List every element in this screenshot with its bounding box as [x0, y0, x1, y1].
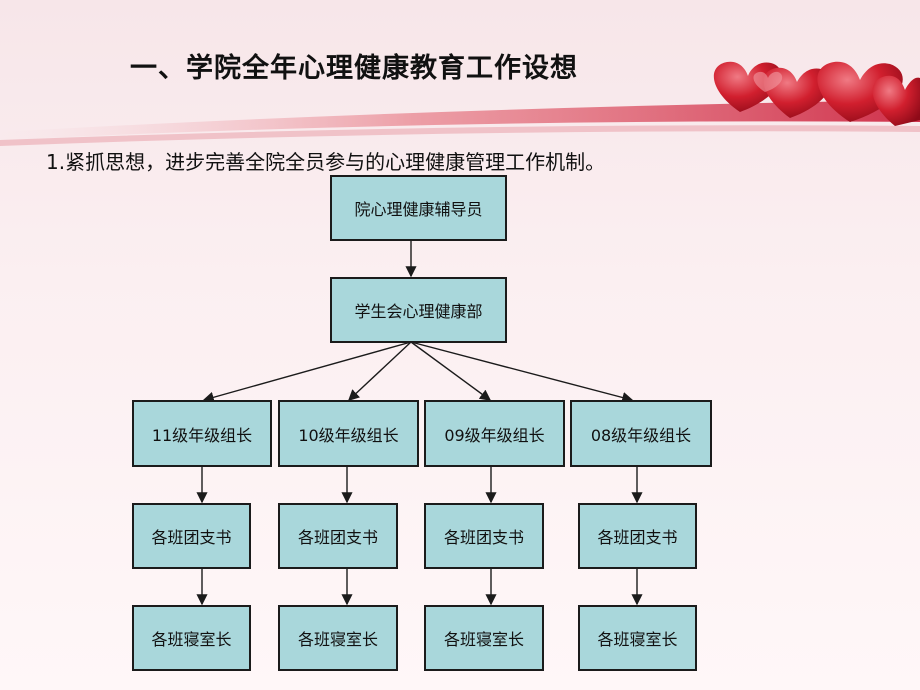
arrow-union-to-grade-09: [410, 341, 492, 401]
node-branch-secretary-09: 各班团支书: [424, 503, 544, 569]
node-dorm-leader-10: 各班寝室长: [278, 605, 398, 671]
arrow-union-to-grade-11: [202, 341, 412, 403]
node-grade-08-leader: 08级年级组长: [570, 400, 712, 467]
node-grade-10-leader: 10级年级组长: [278, 400, 419, 467]
node-grade-11-leader: 11级年级组长: [132, 400, 272, 467]
node-branch-secretary-10: 各班团支书: [278, 503, 398, 569]
node-dorm-leader-08: 各班寝室长: [578, 605, 697, 671]
node-student-union-dept: 学生会心理健康部: [330, 277, 507, 343]
hearts-decoration: [713, 61, 920, 126]
node-branch-secretary-11: 各班团支书: [132, 503, 251, 569]
node-dorm-leader-09: 各班寝室长: [424, 605, 544, 671]
node-root-counselor: 院心理健康辅导员: [330, 175, 507, 241]
slide-title: 一、学院全年心理健康教育工作设想: [130, 53, 578, 84]
node-branch-secretary-08: 各班团支书: [578, 503, 697, 569]
arrow-union-to-grade-08: [410, 341, 634, 403]
node-dorm-leader-11: 各班寝室长: [132, 605, 251, 671]
slide-subtitle: 1.紧抓思想，进步完善全院全员参与的心理健康管理工作机制。: [46, 150, 606, 174]
node-grade-09-leader: 09级年级组长: [424, 400, 565, 467]
arrow-union-to-grade-10: [347, 341, 412, 401]
